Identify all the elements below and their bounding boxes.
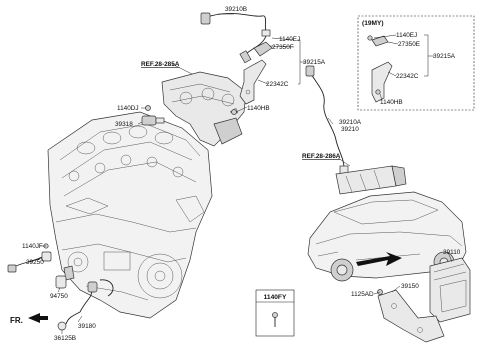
label-27350f: 27350F [272,44,294,51]
label-22342c: 22342C [266,81,289,88]
bolt-icon [231,109,237,115]
sensor-bracket [229,41,273,115]
label-39318: 39318 [115,121,133,128]
label-1140dj: 1140DJ [117,105,139,112]
direction-label: FR. [10,316,23,325]
exhaust-manifold [161,71,247,147]
label-1140jf: 1140JF [22,243,43,250]
label-39110: 39110 [443,249,461,256]
inset-label-27350e: 27350E [398,41,420,48]
front-direction-indicator: FR. [10,313,48,325]
catalytic-converter [335,165,407,195]
ecu-bracket [377,289,445,343]
inset-label-1140hb: 1140HB [380,99,403,106]
fastener-box: 1140FY [255,289,295,337]
sensor-connector-icon [200,12,211,25]
engine-block [47,111,213,319]
arrow-left-icon [28,313,48,323]
inset-label-1140ej: 1140EJ [396,32,417,39]
oxygen-sensor-upper [200,12,271,64]
ref-28-286a: REF.28-286A [302,153,341,160]
inset-label-39215a: 39215A [433,53,456,60]
label-36125b: 36125B [54,335,76,342]
label-39250: 39250 [26,259,44,266]
label-39180: 39180 [78,323,96,330]
bolt-icon [145,105,151,111]
bolt-icon [272,312,278,327]
oxygen-sensor-lower [305,65,349,177]
leader-lines [29,13,453,334]
inset-19my: (19MY) 1140EJ 27350E 39215A 22342C 1140H… [357,15,475,111]
fastener-box-title: 1140FY [264,294,287,301]
sensor-connector-icon [305,65,315,77]
label-39210: 39210 [341,126,359,133]
part-labels: 39210B 1140EJ 27350F 39215A 22342C 1140H… [22,6,461,342]
label-39210b: 39210B [225,6,247,13]
inset-label-22342c: 22342C [396,73,419,80]
label-94750: 94750 [50,293,68,300]
label-1125ad: 1125AD [351,291,374,298]
engine-control-unit [429,257,471,323]
label-39210a: 39210A [339,119,362,126]
label-39150: 39150 [401,283,419,290]
bolt-icon [375,89,381,95]
label-1140ej: 1140EJ [279,36,300,43]
inset-title: (19MY) [362,20,384,27]
crankshaft-sensor [7,243,52,273]
ref-28-285a: REF.28-285A [141,61,180,68]
label-1140hb: 1140HB [247,105,270,112]
bolt-icon [367,35,373,41]
label-39215a: 39215A [303,59,326,66]
